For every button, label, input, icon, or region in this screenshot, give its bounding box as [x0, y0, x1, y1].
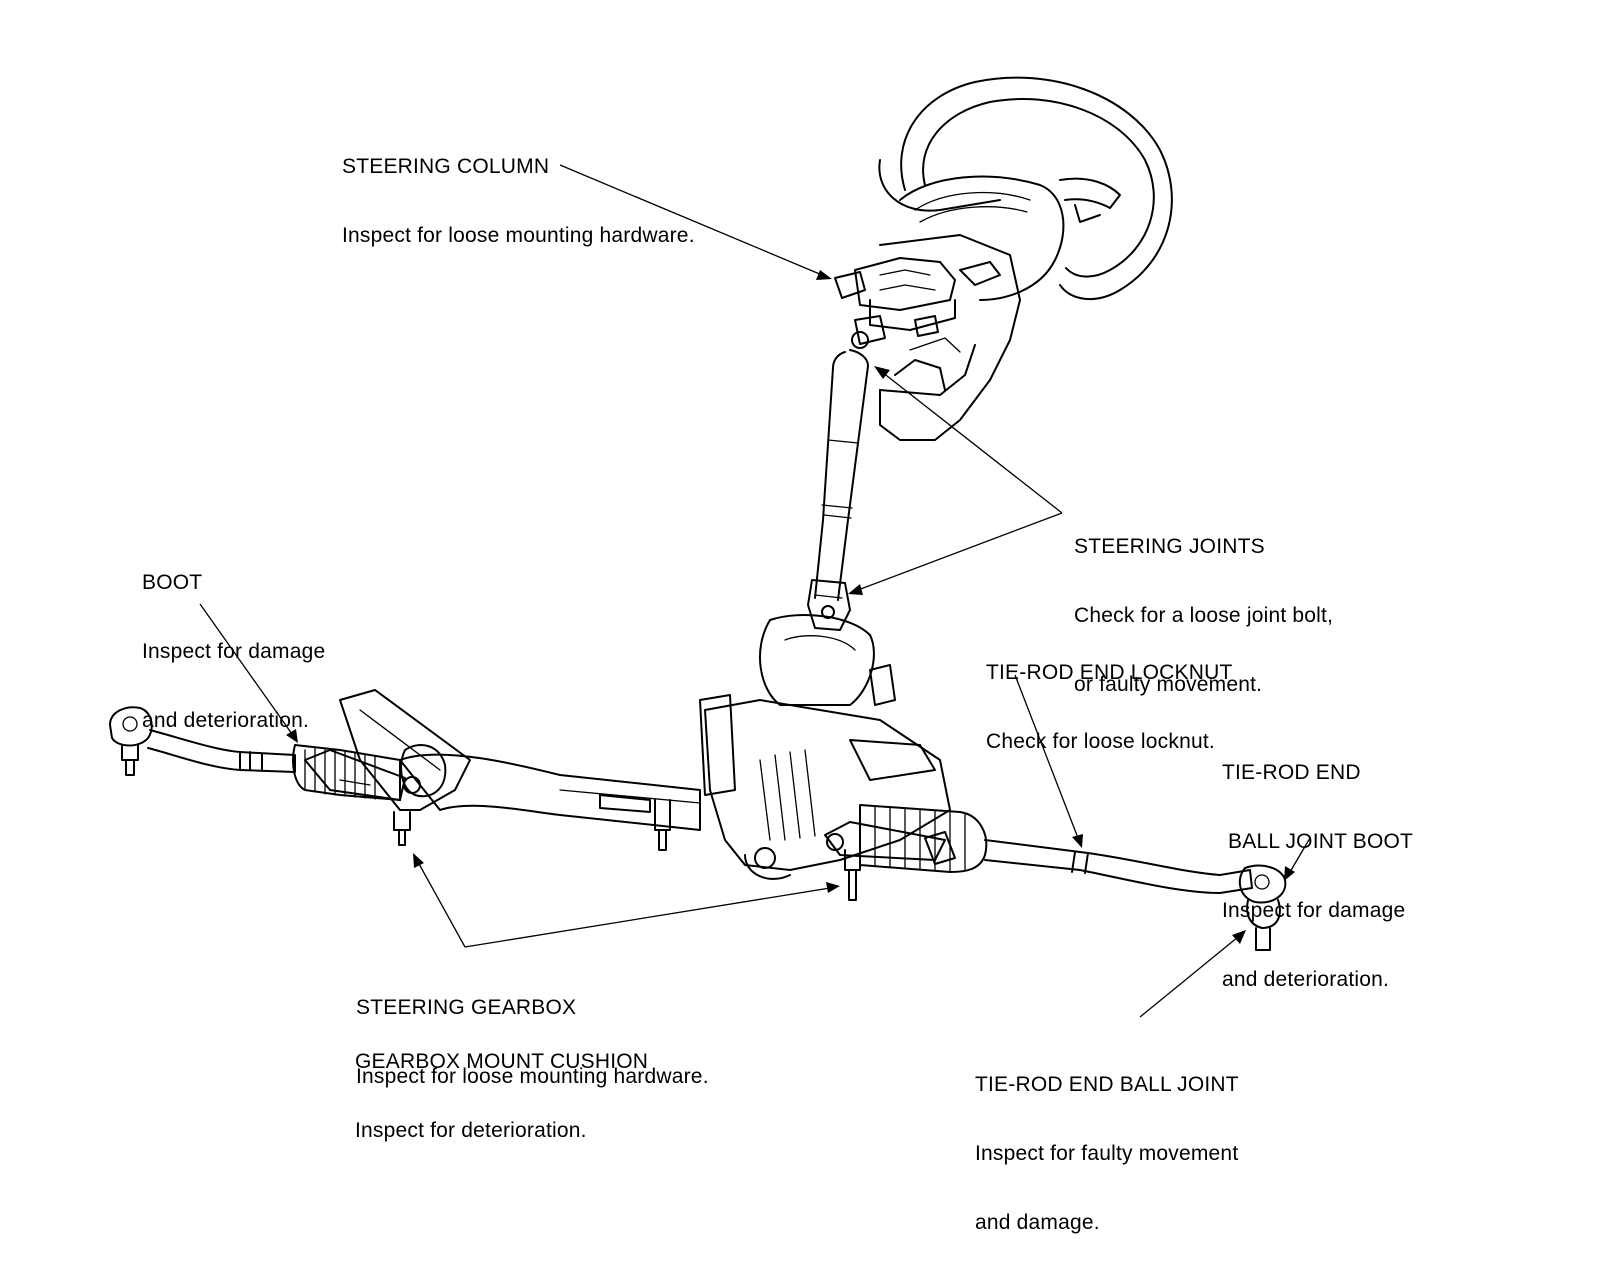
- callout-text: and damage.: [975, 1211, 1100, 1234]
- callout-text: and deterioration.: [1222, 968, 1390, 991]
- callout-title: STEERING GEARBOX: [356, 996, 577, 1019]
- steering-column-housing: [834, 234, 1021, 441]
- leader-lines: [199, 164, 1311, 1018]
- callout-steering-gearbox: STEERING GEARBOX Inspect for loose mount…: [356, 950, 709, 1134]
- callout-text: Check for loose locknut.: [986, 730, 1215, 753]
- callout-title: TIE-ROD END LOCKNUT: [986, 661, 1233, 684]
- callout-text: or faulty movement.: [1074, 673, 1263, 696]
- callout-title: STEERING JOINTS: [1074, 535, 1265, 558]
- callout-text: Inspect for faulty movement: [975, 1142, 1239, 1165]
- callout-steering-column: STEERING COLUMN Inspect for loose mounti…: [342, 109, 695, 293]
- steering-wheel: [878, 76, 1173, 301]
- callout-text: Inspect for loose mounting hardware.: [356, 1065, 709, 1088]
- callout-title: TIE-ROD END BALL JOINT: [975, 1073, 1239, 1096]
- right-boot-and-tie-rod: [859, 804, 1287, 951]
- intermediate-shaft: [807, 349, 869, 631]
- callout-steering-joints: STEERING JOINTS Check for a loose joint …: [1074, 489, 1333, 742]
- callout-text: Inspect for damage: [142, 640, 326, 663]
- callout-tie-rod-end-ball-joint: TIE-ROD END BALL JOINT Inspect for fault…: [975, 1027, 1239, 1280]
- callout-title: BOOT: [142, 571, 203, 594]
- callout-title: GEARBOX MOUNT CUSHION: [355, 1050, 649, 1073]
- callout-text: Inspect for deterioration.: [355, 1119, 587, 1142]
- callout-title: STEERING COLUMN: [342, 155, 550, 178]
- callout-title: TIE-ROD END: [1222, 761, 1361, 784]
- callout-text: Inspect for loose mounting hardware.: [342, 224, 695, 247]
- callout-text: and deterioration.: [142, 709, 310, 732]
- left-boot-and-tie-rod: [109, 706, 401, 801]
- steering-gearbox: [304, 614, 956, 901]
- callout-boot: BOOT Inspect for damage and deterioratio…: [142, 525, 325, 778]
- callout-tie-rod-end-locknut: TIE-ROD END LOCKNUT Check for loose lock…: [986, 615, 1232, 799]
- callout-text: Inspect for damage: [1222, 899, 1406, 922]
- callout-tie-rod-end-ball-joint-boot: TIE-ROD END BALL JOINT BOOT Inspect for …: [1222, 715, 1413, 1037]
- callout-text: Check for a loose joint bolt,: [1074, 604, 1334, 627]
- callout-title: BALL JOINT BOOT: [1222, 830, 1414, 853]
- callout-gearbox-mount-cushion: GEARBOX MOUNT CUSHION Inspect for deteri…: [355, 1004, 648, 1188]
